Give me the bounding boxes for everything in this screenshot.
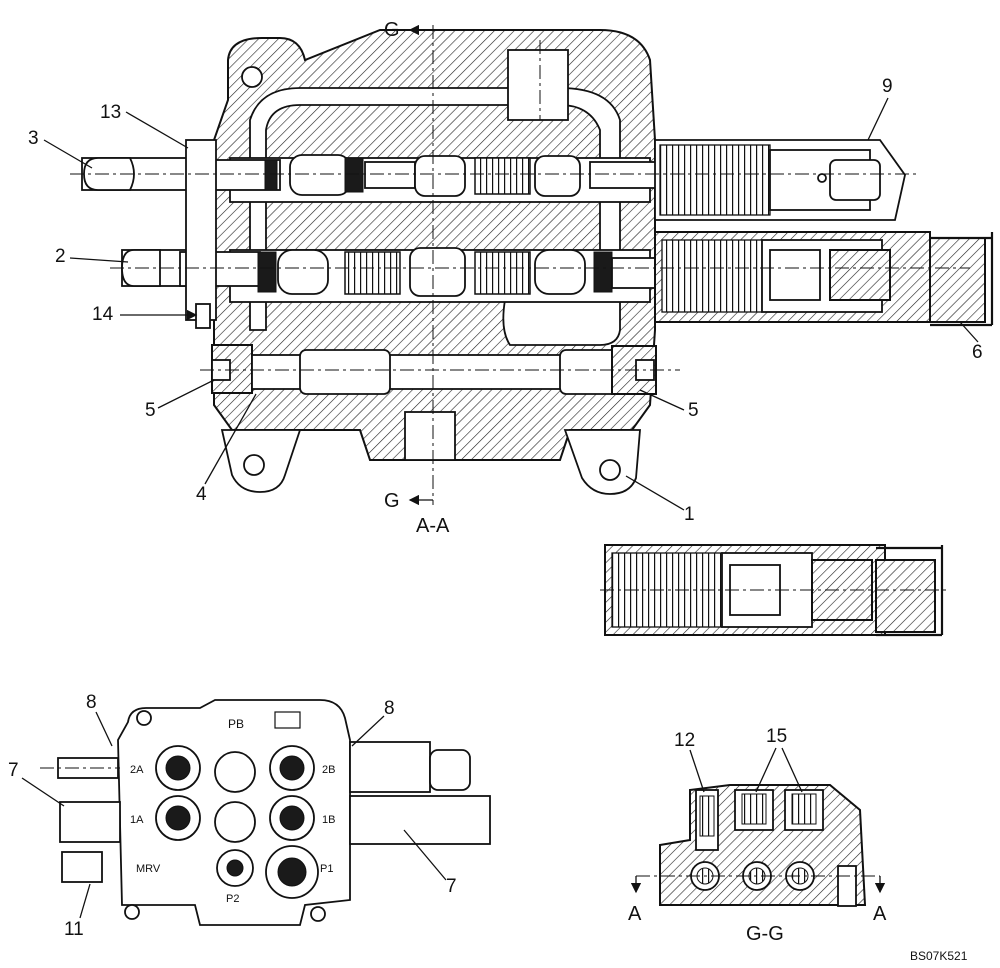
cut-label-g-top: G bbox=[384, 19, 400, 41]
relief-valve-end bbox=[61, 851, 103, 883]
spool-end-left-lower bbox=[59, 801, 121, 843]
callout-13: 13 bbox=[100, 102, 121, 123]
center-boss-upper bbox=[214, 751, 256, 793]
relief-rod bbox=[211, 344, 657, 395]
port-label-1a: 1A bbox=[130, 814, 144, 826]
port-label-mrv: MRV bbox=[136, 863, 161, 875]
cut-label-a-right: A bbox=[873, 903, 887, 925]
external-view: PB 2A 2B 1A 1B MRV P1 P2 bbox=[40, 699, 491, 926]
center-boss-lower bbox=[214, 801, 256, 843]
section-title-a-a: A-A bbox=[416, 515, 450, 537]
port-label-2b: 2B bbox=[322, 764, 335, 776]
callout-2: 2 bbox=[55, 246, 66, 267]
spring-cap-upper bbox=[349, 741, 431, 793]
port-label-2a: 2A bbox=[130, 764, 144, 776]
callout-14: 14 bbox=[92, 304, 114, 325]
callout-11: 11 bbox=[64, 919, 84, 940]
mount-hole bbox=[241, 66, 263, 88]
bottom-port bbox=[404, 411, 456, 461]
callout-9: 9 bbox=[882, 76, 893, 97]
callout-7-right: 7 bbox=[446, 876, 457, 897]
drawing-code: BS07K521 bbox=[910, 949, 968, 963]
cut-label-a-left: A bbox=[628, 903, 642, 925]
port-label-pb: PB bbox=[228, 717, 244, 731]
callout-6: 6 bbox=[972, 342, 983, 363]
cut-label-g-bottom: G bbox=[384, 490, 400, 512]
section-g-g: A A G-G bbox=[628, 784, 887, 945]
callout-8-left: 8 bbox=[86, 692, 97, 713]
end-cap-left bbox=[185, 139, 217, 321]
port-label-p1: P1 bbox=[320, 863, 333, 875]
callouts-g-g: 12 15 bbox=[674, 726, 803, 793]
callout-5-left: 5 bbox=[145, 400, 156, 421]
mount-ear-right bbox=[563, 429, 641, 495]
section-title-g-g: G-G bbox=[746, 923, 784, 945]
lower-spring-housing bbox=[654, 231, 994, 327]
callout-15: 15 bbox=[766, 726, 787, 747]
upper-spring-housing bbox=[654, 139, 906, 221]
callout-7-left: 7 bbox=[8, 760, 19, 781]
callout-8-right: 8 bbox=[384, 698, 395, 719]
lower-spool bbox=[121, 247, 713, 297]
callout-5-right: 5 bbox=[688, 400, 699, 421]
top-port bbox=[507, 49, 569, 121]
callouts-external: 8 8 7 7 11 bbox=[8, 692, 457, 940]
callout-1: 1 bbox=[684, 504, 695, 525]
port-label-1b: 1B bbox=[322, 814, 335, 826]
alternate-spring-detail bbox=[600, 544, 950, 637]
spring-cap-lower bbox=[349, 795, 491, 845]
callout-4: 4 bbox=[196, 484, 207, 505]
callout-12: 12 bbox=[674, 730, 695, 751]
callout-3: 3 bbox=[28, 128, 39, 149]
section-a-a: G G A-A bbox=[70, 19, 994, 537]
port-label-p2: P2 bbox=[226, 893, 239, 905]
callouts-a-a: 3 13 2 14 5 4 5 1 9 6 bbox=[28, 76, 983, 525]
